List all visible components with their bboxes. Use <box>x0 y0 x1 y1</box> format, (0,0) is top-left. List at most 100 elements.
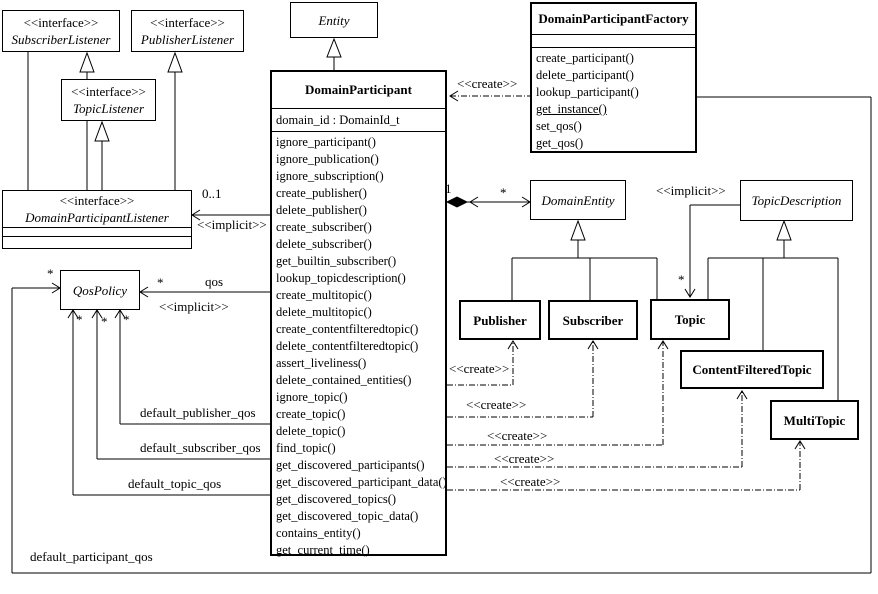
role-qos: qos <box>205 274 224 289</box>
member-row: create_participant() <box>536 51 634 65</box>
class-contentfilteredtopic: ContentFilteredTopic <box>680 350 824 389</box>
member-row: delete_publisher() <box>276 203 367 217</box>
member-row: set_qos() <box>536 119 582 133</box>
dependency-create-participant <box>449 90 530 102</box>
member-row: get_builtin_subscriber() <box>276 254 397 268</box>
stereotype-create-participant: <<create>> <box>457 76 518 91</box>
member-row: delete_participant() <box>536 68 634 82</box>
member-row: get_discovered_participants() <box>276 458 425 472</box>
class-topic: Topic <box>650 299 730 340</box>
association-implicit-listener <box>191 209 270 221</box>
class-name: MultiTopic <box>783 412 846 428</box>
class-topicdescription: TopicDescription <box>740 180 853 221</box>
member-row: delete_contained_entities() <box>276 373 412 387</box>
attributes-compartment <box>3 228 191 237</box>
class-multitopic: MultiTopic <box>770 400 859 440</box>
class-name: PublisherListener <box>140 32 235 47</box>
class-name: Subscriber <box>562 312 624 328</box>
multiplicity-star-topic: * <box>678 272 685 287</box>
class-name: DomainParticipant <box>272 72 445 109</box>
association-composition-domainentity <box>445 196 531 208</box>
member-row: get_discovered_participant_data() <box>276 475 447 489</box>
class-domainparticipantlistener: <<interface>> DomainParticipantListener <box>2 190 192 249</box>
stereotype-label: <<interface>> <box>150 15 225 30</box>
role-default-subscriber-qos: default_subscriber_qos <box>140 440 261 455</box>
stereotype-create-contentfilteredtopic: <<create>> <box>494 451 555 466</box>
dependency-create-multitopic <box>447 440 806 491</box>
class-topiclistener: <<interface>> TopicListener <box>61 79 156 121</box>
class-name: TopicListener <box>72 101 145 116</box>
class-qospolicy: QosPolicy <box>60 270 140 310</box>
class-name: Entity <box>318 12 350 28</box>
class-subscriberlistener: <<interface>> SubscriberListener <box>2 10 120 52</box>
methods-compartment: create_participant() delete_participant()… <box>532 48 695 152</box>
generalization-domainentity-fork <box>511 219 658 300</box>
class-domainparticipantfactory: DomainParticipantFactory create_particip… <box>530 2 697 153</box>
member-row: contains_entity() <box>276 526 361 540</box>
member-row: get_instance() <box>536 102 607 116</box>
member-row: ignore_subscription() <box>276 169 384 183</box>
member-row: assert_liveliness() <box>276 356 367 370</box>
member-row: get_discovered_topic_data() <box>276 509 419 523</box>
class-entity: Entity <box>290 2 378 38</box>
member-row: domain_id : DomainId_t <box>276 113 400 127</box>
member-row: delete_subscriber() <box>276 237 372 251</box>
stereotype-create-publisher: <<create>> <box>449 361 510 376</box>
member-row: ignore_topic() <box>276 390 348 404</box>
multiplicity-star-subscriber-qos: * <box>101 314 108 329</box>
member-row: get_current_time() <box>276 543 370 557</box>
stereotype-implicit-listener: <<implicit>> <box>197 217 267 232</box>
generalization-topicdescription-fork <box>707 219 839 400</box>
member-row: delete_contentfilteredtopic() <box>276 339 419 353</box>
multiplicity-star-publisher-qos: * <box>123 312 130 327</box>
class-domainparticipant: DomainParticipant domain_id : DomainId_t… <box>270 70 447 559</box>
association-qos <box>139 286 270 298</box>
member-row: lookup_participant() <box>536 85 639 99</box>
class-name: Topic <box>674 312 706 327</box>
member-row: delete_multitopic() <box>276 305 372 319</box>
class-name: TopicDescription <box>751 193 842 208</box>
class-domainentity: DomainEntity <box>530 180 626 220</box>
methods-compartment: ignore_participant()ignore_publication()… <box>272 132 447 559</box>
multiplicity-star-domainentity: * <box>500 185 507 200</box>
class-name: DomainParticipantListener <box>25 210 169 225</box>
stereotype-label: <<interface>> <box>23 15 99 30</box>
multiplicity-star-participant-qos: * <box>47 266 54 281</box>
class-name: Publisher <box>473 312 527 328</box>
member-row: create_multitopic() <box>276 288 372 302</box>
stereotype-implicit-topicdescription: <<implicit>> <box>656 183 726 198</box>
stereotype-label: <<interface>> <box>59 193 135 208</box>
class-name: QosPolicy <box>72 282 128 298</box>
generalization-publisherlistener <box>167 51 183 190</box>
stereotype-create-topic: <<create>> <box>487 428 548 443</box>
member-row: find_topic() <box>276 441 336 455</box>
multiplicity-one: 1 <box>445 181 452 196</box>
dependency-create-contentfilteredtopic <box>447 390 748 468</box>
multiplicity-star-qos: * <box>157 275 164 290</box>
member-row: lookup_topicdescription() <box>276 271 406 285</box>
stereotype-create-multitopic: <<create>> <box>500 474 561 489</box>
generalization-subscriberlistener <box>27 51 95 190</box>
member-row: get_qos() <box>536 136 584 150</box>
generalization-entity <box>326 37 342 70</box>
class-name: ContentFilteredTopic <box>692 362 812 377</box>
member-row: create_contentfilteredtopic() <box>276 322 419 336</box>
class-subscriber: Subscriber <box>548 300 638 340</box>
multiplicity-zero-one: 0..1 <box>202 186 222 201</box>
class-publisher: Publisher <box>459 300 541 340</box>
methods-compartment <box>3 237 191 247</box>
multiplicity-star-topic-qos: * <box>76 312 83 327</box>
dependency-create-topic <box>447 340 669 446</box>
member-row: get_discovered_topics() <box>276 492 397 506</box>
association-default-topic-qos <box>67 309 270 496</box>
member-row: delete_topic() <box>276 424 346 438</box>
association-default-subscriber-qos <box>91 309 270 460</box>
stereotype-implicit-qos: <<implicit>> <box>159 299 229 314</box>
member-row: create_subscriber() <box>276 220 372 234</box>
class-name: DomainEntity <box>541 192 615 208</box>
class-name: DomainParticipantFactory <box>532 4 695 35</box>
association-default-publisher-qos <box>114 309 270 425</box>
member-row: create_publisher() <box>276 186 367 200</box>
stereotype-create-subscriber: <<create>> <box>466 397 527 412</box>
